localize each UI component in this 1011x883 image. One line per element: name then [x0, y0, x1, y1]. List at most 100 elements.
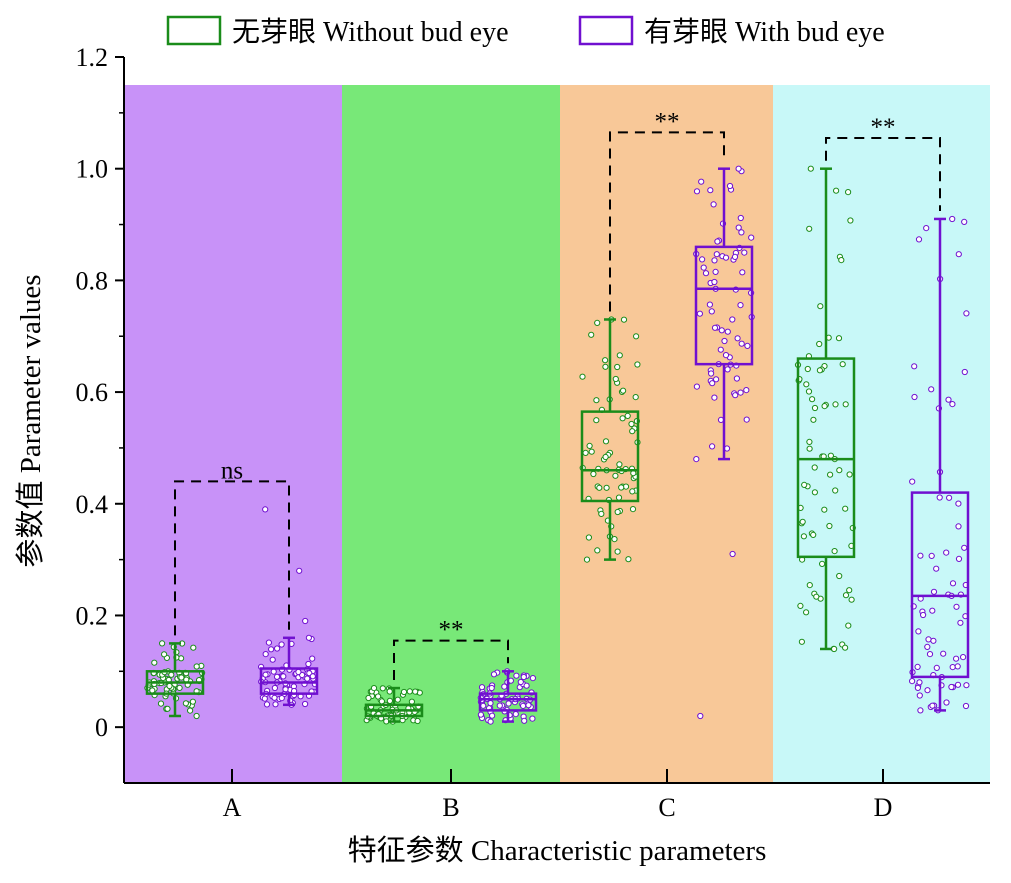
data-point: [593, 417, 600, 424]
data-point: [911, 393, 918, 401]
data-point: [622, 483, 630, 490]
data-point: [748, 234, 755, 241]
data-point: [930, 637, 937, 644]
data-point: [835, 335, 843, 342]
data-point: [517, 678, 524, 686]
data-point: [722, 352, 730, 359]
data-point: [928, 552, 935, 560]
data-point: [924, 643, 931, 651]
significance-bracket-a: [174, 480, 290, 636]
data-point: [735, 224, 742, 231]
data-point: [916, 679, 923, 686]
data-point: [593, 397, 600, 404]
data-point: [737, 302, 744, 309]
data-point: [826, 522, 833, 530]
data-point: [923, 225, 930, 232]
data-point: [961, 218, 968, 225]
data-point: [309, 673, 316, 680]
data-point: [961, 368, 968, 376]
data-point: [164, 705, 171, 712]
data-point: [629, 488, 636, 495]
data-point: [489, 712, 496, 719]
legend-label: 无芽眼 Without bud eye: [232, 16, 509, 48]
data-point: [632, 394, 639, 401]
y-tick-label: 0.2: [76, 601, 109, 630]
data-point: [803, 381, 810, 388]
data-point: [616, 352, 623, 359]
data-point: [954, 681, 962, 688]
data-point: [634, 361, 641, 368]
data-point: [797, 602, 804, 610]
data-point: [718, 327, 725, 334]
data-point: [741, 249, 748, 256]
data-point: [836, 467, 843, 474]
data-point: [732, 392, 739, 399]
legend-swatch: [166, 15, 222, 46]
data-point: [811, 464, 818, 471]
data-point: [590, 470, 597, 478]
data-point: [520, 702, 527, 710]
legend-swatch: [578, 15, 634, 46]
data-point: [803, 609, 810, 616]
data-point: [480, 702, 487, 709]
data-point: [738, 340, 745, 347]
data-point: [611, 536, 618, 543]
data-point: [512, 711, 519, 718]
data-point: [800, 533, 808, 540]
data-point: [811, 404, 819, 412]
significance-label-c: **: [655, 108, 680, 135]
data-point: [832, 487, 839, 494]
data-point: [848, 596, 855, 603]
significance-label-b: **: [439, 617, 464, 644]
data-point: [909, 678, 916, 685]
data-point: [585, 534, 593, 541]
data-point: [505, 700, 512, 707]
y-tick-label: 0.8: [76, 266, 109, 295]
data-point: [827, 471, 834, 478]
data-point: [917, 552, 924, 559]
data-point: [625, 556, 632, 563]
data-point: [842, 592, 850, 599]
data-point: [305, 634, 312, 641]
data-point: [743, 416, 750, 423]
data-point: [193, 712, 200, 720]
data-point: [954, 663, 961, 670]
data-point: [911, 363, 918, 370]
data-point: [182, 700, 189, 707]
data-point: [296, 567, 303, 574]
data-point: [831, 548, 838, 555]
data-point: [487, 718, 494, 725]
data-point: [490, 671, 498, 678]
significance-bracket-c: [609, 131, 725, 312]
data-point: [709, 443, 716, 450]
data-point: [928, 386, 935, 393]
data-point: [520, 673, 527, 681]
data-point: [412, 688, 419, 695]
data-point: [929, 607, 936, 614]
data-point: [914, 684, 922, 692]
data-point: [909, 478, 916, 485]
data-point: [816, 367, 824, 374]
x-tick-label: D: [874, 793, 893, 822]
box-iqr: [478, 692, 538, 712]
data-point: [579, 373, 586, 380]
data-point: [698, 178, 705, 185]
y-tick-label: 1.2: [76, 43, 109, 72]
data-point: [586, 442, 593, 449]
data-point: [711, 257, 718, 264]
data-point: [945, 396, 952, 403]
data-point: [735, 165, 742, 172]
data-point: [629, 428, 636, 435]
data-point: [583, 556, 591, 563]
data-point: [702, 270, 710, 277]
data-point: [842, 505, 849, 512]
data-point: [955, 500, 962, 507]
y-axis-title: 参数值 Parameter values: [14, 274, 47, 567]
data-point: [961, 544, 968, 551]
data-point: [633, 333, 640, 340]
data-point: [375, 693, 382, 700]
significance-brackets: ns******: [174, 108, 941, 681]
data-point: [176, 684, 183, 692]
